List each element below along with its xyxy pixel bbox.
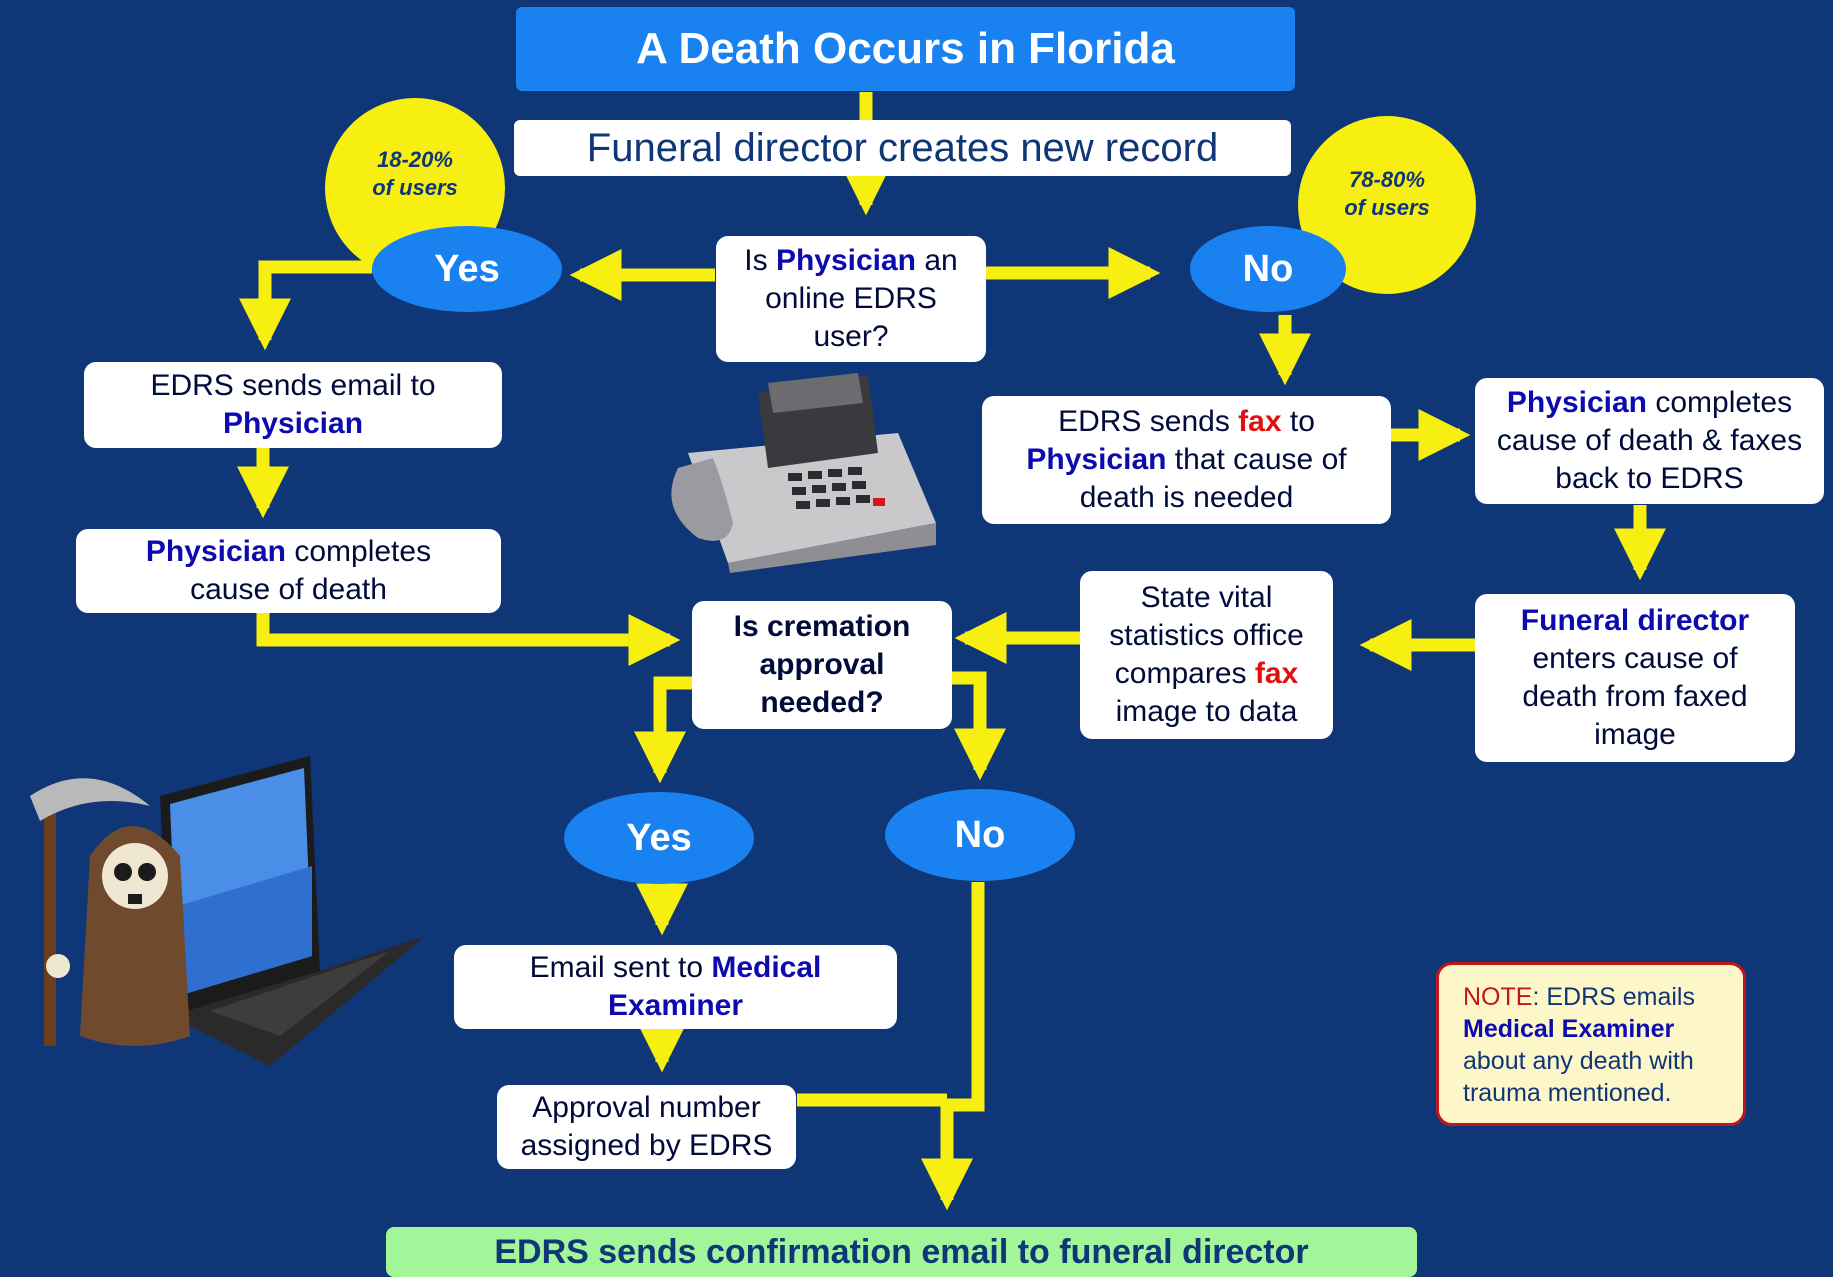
question-physician-text: Is Physician an online EDRS user? xyxy=(744,244,958,353)
arrow-cremation-to-yes xyxy=(634,676,695,784)
yes-oval: Yes xyxy=(372,226,562,312)
question-physician-online: Is Physician an online EDRS user? xyxy=(716,236,986,362)
step-email-medical-examiner: Email sent to Medical Examiner xyxy=(454,945,897,1029)
arrow-cremation-to-no xyxy=(950,671,1006,781)
step-create-record: Funeral director creates new record xyxy=(514,120,1291,176)
cremation-yes-oval: Yes xyxy=(564,792,754,884)
step-create-text: Funeral director creates new record xyxy=(586,126,1219,170)
no-percentage: 78-80% xyxy=(1349,167,1425,192)
step-fax-physician: EDRS sends fax to Physician that cause o… xyxy=(982,396,1391,524)
grim-reaper-laptop-icon xyxy=(30,756,425,1066)
step-state-compares: State vital statistics office compares f… xyxy=(1080,571,1333,739)
step-email-physician: EDRS sends email to Physician xyxy=(84,362,502,448)
no-oval: No xyxy=(1190,226,1346,312)
step-approval-number: Approval number assigned by EDRS xyxy=(497,1085,796,1169)
arrow-completes-to-cremation xyxy=(256,612,681,666)
note-box: NOTE: EDRS emails Medical Examiner about… xyxy=(1436,962,1746,1126)
step-physician-faxes-back: Physician completes cause of death & fax… xyxy=(1475,378,1824,504)
yes-percentage-caption: of users xyxy=(372,175,458,200)
no-percentage-caption: of users xyxy=(1344,195,1430,220)
diagram-title: A Death Occurs in Florida xyxy=(516,7,1295,91)
cremation-no-oval: No xyxy=(885,789,1075,881)
question-cremation-text: Is cremation approval needed? xyxy=(733,610,911,719)
question-cremation: Is cremation approval needed? xyxy=(692,601,952,729)
final-confirmation: EDRS sends confirmation email to funeral… xyxy=(386,1227,1417,1277)
arrow-no-to-merge xyxy=(947,882,985,1112)
arrow-yes-to-email xyxy=(239,260,372,351)
fax-machine-icon xyxy=(671,373,936,573)
step-physician-completes: Physician completes cause of death xyxy=(76,529,501,613)
yes-percentage: 18-20% xyxy=(377,147,453,172)
step-fd-enters: Funeral director enters cause of death f… xyxy=(1475,594,1795,762)
